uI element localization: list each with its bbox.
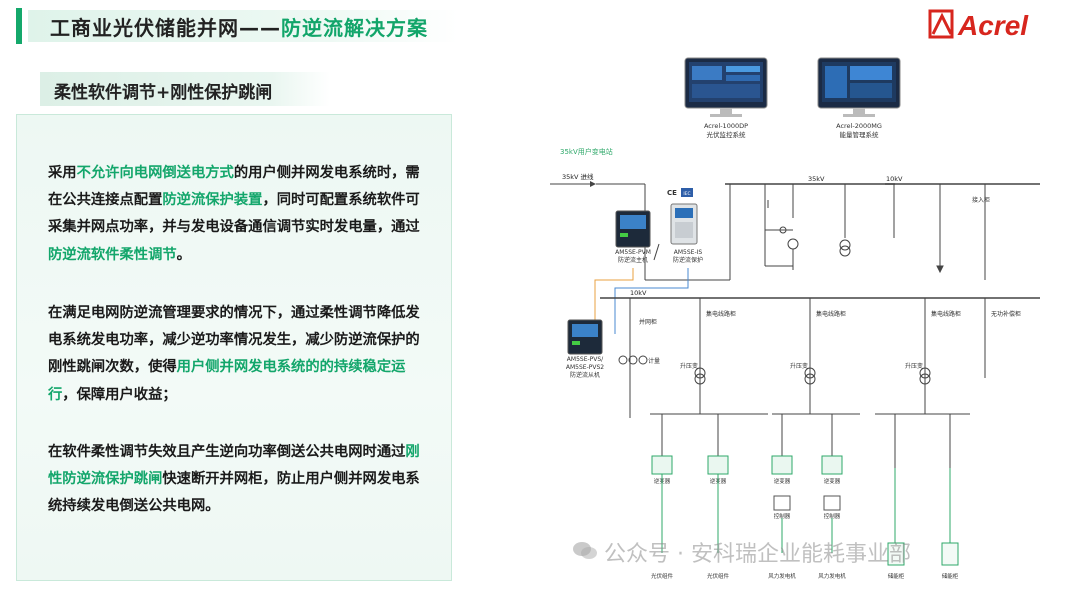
highlight-text: 防逆流软件柔性调节	[48, 246, 177, 263]
storage-label-2: 储能柜	[942, 572, 959, 580]
inverter-label-3: 逆变器	[774, 477, 791, 485]
pv-module-label-2: 光伏组件	[707, 572, 730, 580]
metering-label: 计量	[648, 357, 660, 365]
top-feeders	[729, 184, 986, 280]
shengya-label-2: 升压变	[790, 362, 808, 370]
wind-label-1: 风力发电机	[768, 572, 796, 580]
body-text: ，同时可配置系统软件可采集并网点功率，并与发电设备通信调节实时发电量，通过	[48, 192, 420, 236]
monitor1-desc: 光伏监控系统	[707, 130, 747, 139]
paragraph-1: 采用不允许向电网倒送电方式的用户侧并网发电系统时，需在公共连接点配置防逆流保护装…	[48, 160, 424, 269]
device-pvm	[615, 210, 651, 248]
watermark-text: 公众号 · 安科瑞企业能耗事业部	[604, 542, 911, 567]
storage-label-1: 储能柜	[888, 572, 905, 580]
device-pvs-name1: AM5SE-PVS/	[567, 356, 604, 363]
body-text: 采用	[48, 165, 77, 181]
title-main: 工商业光伏储能并网——	[50, 16, 281, 40]
feeder-group-1	[650, 298, 768, 468]
device-is-name: AM5SE-IS	[674, 249, 703, 256]
acrel-logo: Acrel	[928, 9, 1029, 41]
system-diagram: Acrel-1000DP 光伏监控系统 Acrel-2000MG 能量管理系统 …	[550, 57, 1040, 580]
incoming-line-label: 35kV 进线	[562, 172, 594, 181]
highlight-text: 防逆流保护装置	[162, 192, 263, 209]
body-text: 的用户侧并网发电系统时，需在公共连接点配置	[48, 165, 420, 209]
bus-10kv-top-label: 10kV	[886, 175, 903, 183]
highlight-text: 不允许向电网倒送电方式	[76, 165, 234, 181]
substation-label: 35kV用户变电站	[560, 147, 613, 156]
monitor-2000mg	[817, 57, 901, 117]
shengya-label-3: 升压变	[905, 362, 923, 370]
feeder-group-3	[875, 298, 986, 468]
jidian-cabinet-label-2: 集电线路柜	[816, 310, 846, 318]
device-is-desc: 防逆流保护	[673, 256, 703, 264]
iec-mark: IEC	[683, 191, 690, 197]
paragraph-2: 在满足电网防逆流管理要求的情况下，通过柔性调节降低发电系统发电功率，减少逆功率情…	[48, 300, 424, 409]
body-text: ，保障用户收益；	[62, 386, 177, 403]
bingwang-branch	[618, 298, 648, 418]
device-pvm-desc: 防逆流主机	[618, 256, 648, 264]
bus-10kv-mid-label: 10kV	[630, 289, 647, 297]
device-pvs-desc: 防逆流从机	[570, 371, 600, 379]
green-lines	[661, 468, 951, 553]
device-pvs-name2: AM5SE-PVS2	[566, 364, 604, 371]
shengya-label-1: 升压变	[680, 362, 698, 370]
monitor1-name: Acrel-1000DP	[704, 122, 748, 130]
jidian-cabinet-label-3: 集电线路柜	[931, 310, 961, 318]
jieru-cabinet-label: 接入柜	[972, 196, 990, 204]
body-text: 在满足电网防逆流管理要求的情况下，通过柔性调节降低发电系统发电功率，减少逆功率情…	[48, 305, 420, 376]
paragraph-3: 在软件柔性调节失效且产生逆向功率倒送公共电网时通过刚性防逆流保护跳闸快速断开并网…	[48, 439, 424, 521]
controller-label-2: 控制器	[824, 512, 841, 520]
controller-label-1: 控制器	[774, 512, 791, 520]
wugong-cabinet-label: 无功补偿柜	[991, 310, 1021, 318]
bingwang-cabinet-label: 并网柜	[639, 318, 657, 326]
wechat-icon	[573, 542, 597, 559]
inverter-label-4: 逆变器	[824, 477, 841, 485]
highlight-text: 刚性防逆流保护跳闸	[48, 444, 420, 488]
body-text: 在软件柔性调节失效且产生逆向功率倒送公共电网时通过	[48, 444, 406, 460]
monitor2-desc: 能量管理系统	[840, 130, 880, 139]
jidian-cabinet-label-1: 集电线路柜	[706, 310, 736, 318]
bus-35kv-label: 35kV	[808, 175, 825, 183]
body-text: 快速断开并网柜，防止用户侧并网发电系统持续发电倒送公共电网。	[48, 471, 420, 515]
description-panel	[16, 114, 452, 581]
wind-label-2: 风力发电机	[818, 572, 846, 580]
device-is	[670, 203, 698, 245]
header-bar: 工商业光伏储能并网——防逆流解决方案 Acrel	[0, 0, 1080, 48]
monitor-1000dp	[684, 57, 768, 117]
monitor2-name: Acrel-2000MG	[836, 122, 882, 130]
page-title: 工商业光伏储能并网——防逆流解决方案	[50, 12, 428, 41]
section-subtitle: 柔性软件调节+刚性保护跳闸	[54, 83, 273, 103]
logo-text: Acrel	[957, 10, 1029, 41]
subtitle-band	[40, 72, 330, 106]
device-pvm-name: AM5SE-PVM	[615, 249, 651, 256]
ce-mark: CE	[667, 189, 677, 197]
body-text: 。	[176, 246, 191, 263]
feeder-group-2	[772, 298, 860, 468]
device-pvs	[567, 319, 603, 355]
header-band	[28, 10, 458, 42]
highlight-text: 用户侧并网发电系统的的持续稳定运行	[48, 359, 406, 403]
pv-module-label-1: 光伏组件	[651, 572, 674, 580]
header-accent-bar	[16, 8, 22, 44]
bottom-assets	[887, 542, 959, 566]
title-highlight: 防逆流解决方案	[281, 16, 428, 40]
inverter-icons	[651, 455, 843, 475]
